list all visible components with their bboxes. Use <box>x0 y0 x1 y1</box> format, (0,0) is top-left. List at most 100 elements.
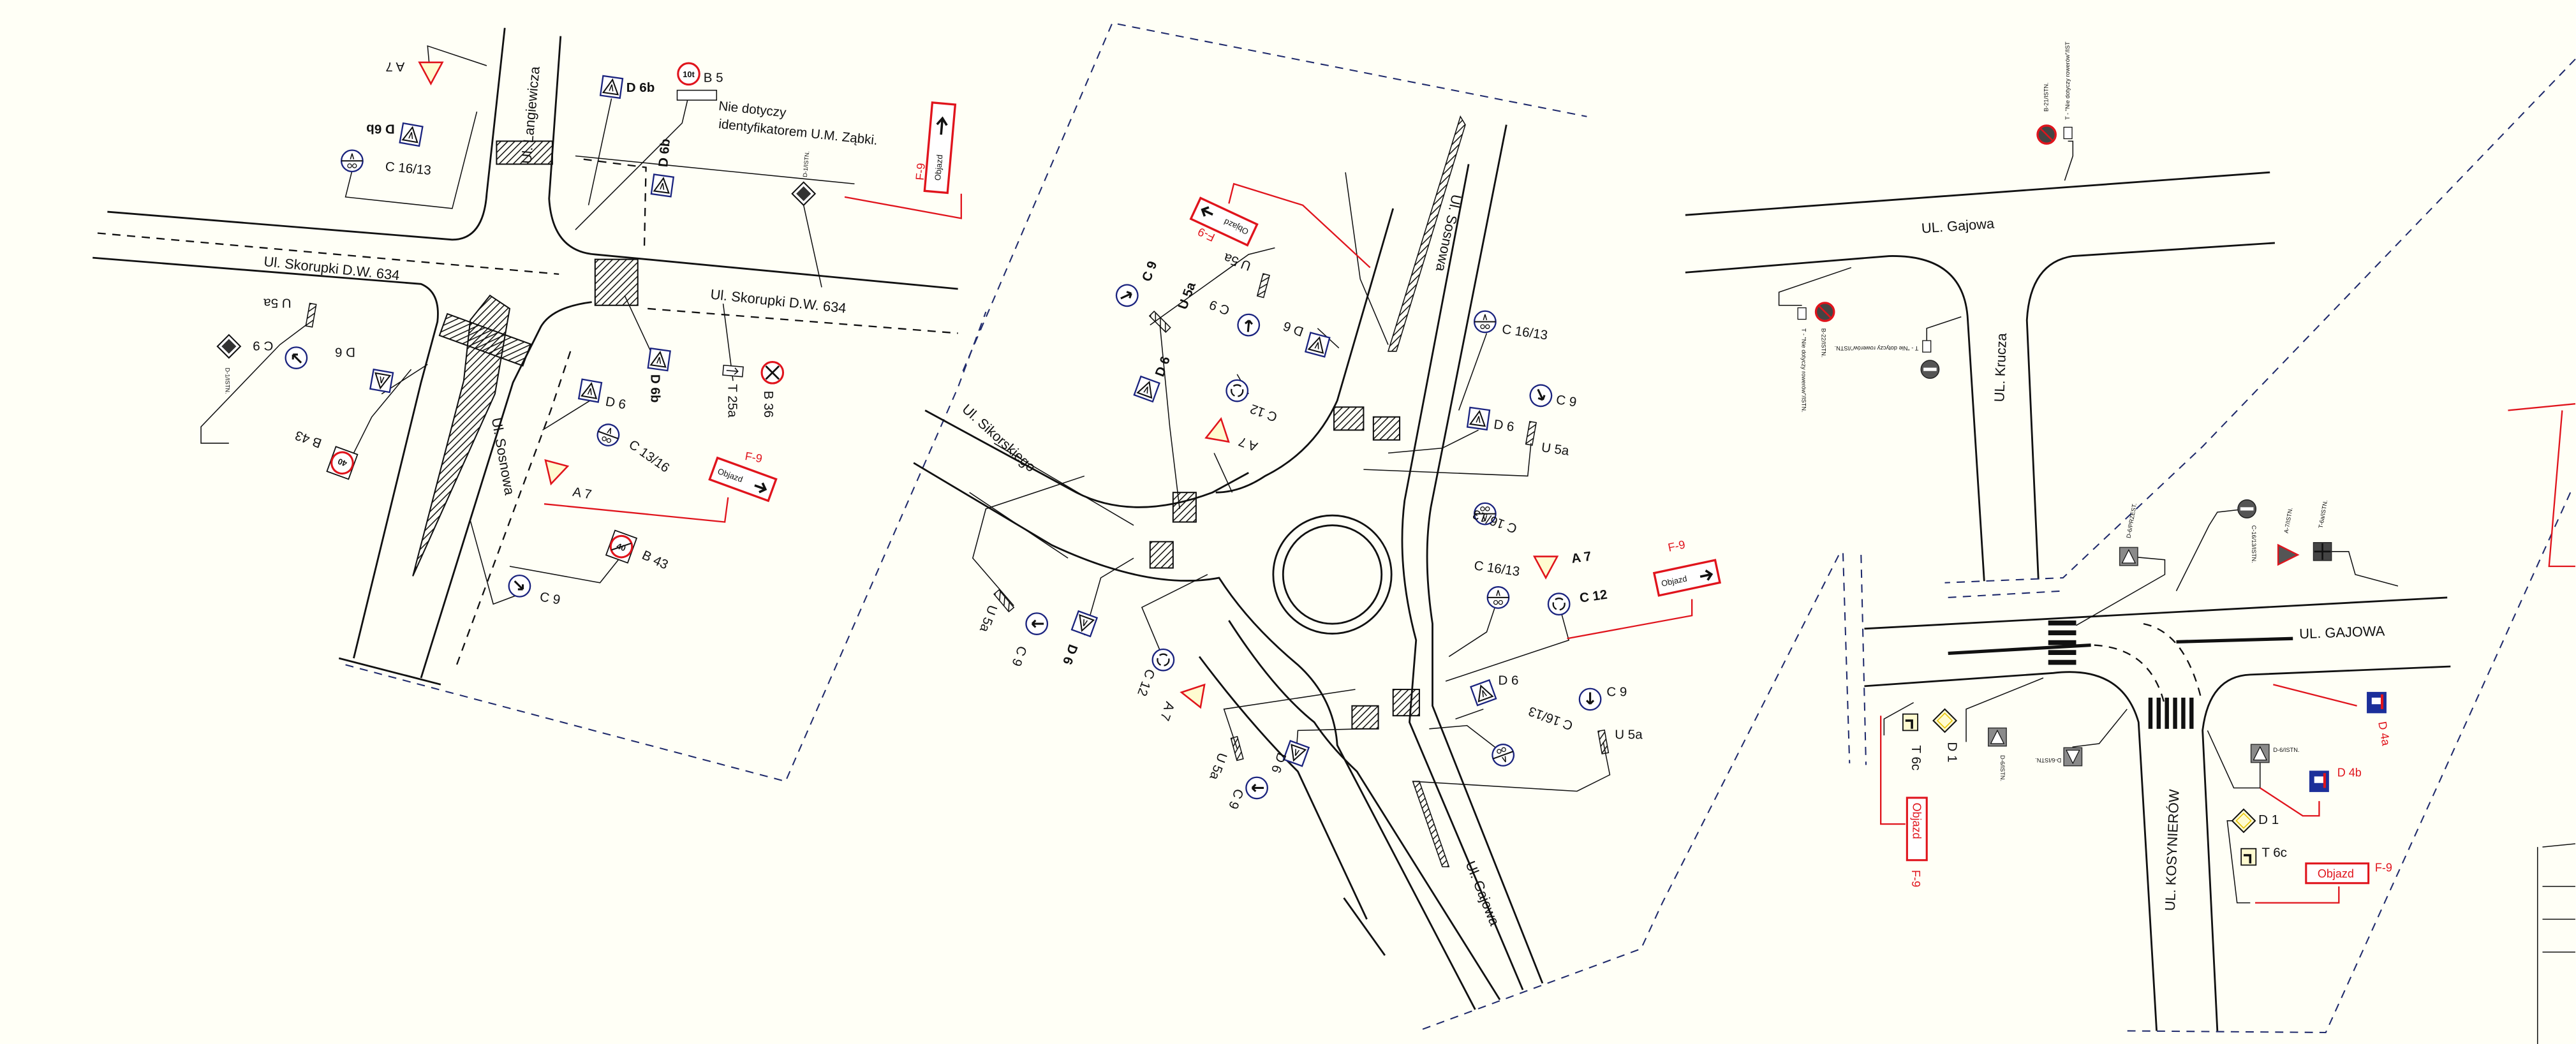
arrow-icon <box>1201 206 1213 217</box>
sign-label: D-6/PRZEST. <box>2126 503 2138 538</box>
sign-label: C 9 <box>1606 684 1627 699</box>
sign-label: D-6/ISTN. <box>1999 755 2006 781</box>
detour-sign-f9: Objazd <box>2305 862 2370 885</box>
barrier-post-u5a-icon <box>1525 421 1537 446</box>
sign-label: T - "Nie dotyczy rowerów"/IST <box>2064 41 2071 120</box>
detour-sign-f9: Objazd <box>1189 196 1259 247</box>
pedestrian-crossing <box>438 140 639 367</box>
keep-direction-sign-c9-icon <box>1020 607 1053 640</box>
warning-sign-a7-icon <box>2277 544 2299 566</box>
sign-label: D 6 <box>1493 417 1515 434</box>
street-label-sosnowa: Ul. Sosnowa <box>489 416 518 497</box>
sign-label: C 9 <box>1139 259 1160 283</box>
sign-label: D 6 <box>1268 751 1289 775</box>
sign-label: U 5a <box>1206 751 1230 782</box>
warning-sign-a7-icon <box>1533 555 1558 579</box>
sign-label: D 6b <box>366 122 395 136</box>
street-label-kosynierow: UL. KOSYNIERÓW <box>2162 789 2182 911</box>
sign-inner-text: 40 <box>336 457 348 469</box>
sign-label: C 16/13 <box>1527 703 1575 733</box>
detour-sign-f9: Objazd <box>708 456 778 503</box>
work-zone-boundary <box>345 311 987 783</box>
sign-label: A-7/ISTN. <box>2283 507 2294 534</box>
street-label-skorupki-east: Ul. Skorupki D.W. 634 <box>709 286 847 316</box>
lane-centerline <box>97 232 559 275</box>
leader-line <box>1778 140 2399 904</box>
roundabout-sign-c12-icon <box>1225 379 1249 402</box>
shared-path-sign-c16-13-icon <box>2237 499 2257 519</box>
priority-road-sign-icon <box>216 334 242 359</box>
turn-lane-guide <box>2094 622 2202 707</box>
hatched-island <box>1387 115 1466 352</box>
sign-label: T 6c <box>1909 746 1923 771</box>
pedestrian-crossing-sign-d6-icon <box>1282 740 1310 767</box>
road-edge <box>2202 665 2451 1031</box>
sign-label: D-6/ISTN. <box>2273 747 2299 753</box>
sign-label: B 36 <box>761 391 776 418</box>
separator-line <box>969 443 1134 559</box>
cycle-crossing-sign-d6b-icon <box>599 75 624 99</box>
sign-label: T - "Nie dotyczy rowerów"/ISTN. <box>1801 328 1807 413</box>
no-stopping-sign-b36-icon <box>760 361 785 385</box>
work-zone-boundary <box>962 22 1587 372</box>
cycle-crossing-sign-d6b-icon <box>650 173 674 198</box>
roundabout-central-island <box>1272 514 1393 635</box>
pedestrian-crossing-sign-icon <box>2119 547 2138 566</box>
arrow-icon <box>754 482 767 494</box>
plate-note-line-2: identyfikatorem U.M. Ząbki. <box>718 117 878 148</box>
road-edge <box>913 462 1476 1010</box>
keep-direction-sign-c9-icon <box>1112 281 1142 311</box>
road-edge <box>1685 171 2270 216</box>
pedestrian-crossing-sign-icon <box>1987 727 2007 747</box>
sign-label: D 6 <box>1152 355 1173 379</box>
sign-label: D 4b <box>2337 766 2362 779</box>
sign-inner-text: 10t <box>683 70 695 79</box>
pedestrian-crossing-sign-d6-icon <box>1305 332 1331 358</box>
supplementary-plate-icon <box>2063 126 2073 140</box>
road-edge <box>107 27 506 241</box>
road-edge <box>1426 124 1544 984</box>
sign-label: B 43 <box>640 548 670 573</box>
sign-label: C 12 <box>1134 667 1157 698</box>
sign-label: D 1 <box>2258 812 2279 827</box>
keep-direction-sign-c9-icon <box>1232 309 1265 341</box>
pedestrian-crossing-sign-d6-icon <box>1133 376 1160 402</box>
roundabout-central-island-inner <box>1282 524 1383 625</box>
section-roundabout: Ul. Sosnowa Ul. Sikorskiego Ul. Gajowa O… <box>913 22 1840 1030</box>
street-label-gajowa-top: UL. Gajowa <box>1921 216 1995 237</box>
detour-leader-line <box>1880 684 2357 904</box>
sign-label: A 7 <box>385 59 404 74</box>
arrow-icon <box>1699 570 1714 581</box>
work-zone-boundary <box>2127 492 2572 1034</box>
supplementary-sign-t6a-icon <box>2313 541 2333 562</box>
sign-label: D 1 <box>1945 742 1960 762</box>
sign-label: C 9 <box>1555 392 1578 409</box>
cycle-crossing-sign-d6b-icon <box>399 122 424 147</box>
sign-label: A 7 <box>1571 549 1592 566</box>
supplementary-sign-t6c-icon <box>2240 847 2258 867</box>
hatched-island <box>412 294 511 577</box>
road-edge <box>1198 656 1386 956</box>
speed-limit-end-sign-b43-icon: 40 <box>605 529 638 564</box>
no-parking-sign-b21-icon <box>2036 124 2057 145</box>
road-edge <box>93 256 439 659</box>
barrier-line <box>575 155 855 185</box>
street-label-gajowa-lower: UL. GAJOWA <box>2299 623 2385 642</box>
sign-label: C 9 <box>1225 787 1247 811</box>
detour-leader-line <box>1567 599 1693 640</box>
section-skorupki-intersection: Ul. Langiewicza Ul. Skorupki D.W. 634 Ul… <box>93 27 987 783</box>
pedestrian-crossing-sign-d6-icon <box>1466 406 1491 430</box>
arrow-icon <box>936 116 948 135</box>
sign-label: D 6 <box>1498 673 1518 687</box>
median-line <box>1948 636 2293 655</box>
priority-road-sign-d1-icon <box>1932 708 1957 733</box>
road-edge <box>1685 255 1985 582</box>
detour-leader-line <box>844 193 962 219</box>
barrier-post-u5a-icon <box>1597 729 1610 754</box>
pedestrian-crossing <box>1149 406 1420 730</box>
barrier-post-u5a-icon <box>1230 736 1244 761</box>
detour-sign-text: Objazd <box>1910 803 1923 839</box>
road-edge <box>1864 671 2158 1031</box>
weight-limit-sign-b5-icon: 10t <box>677 62 700 86</box>
